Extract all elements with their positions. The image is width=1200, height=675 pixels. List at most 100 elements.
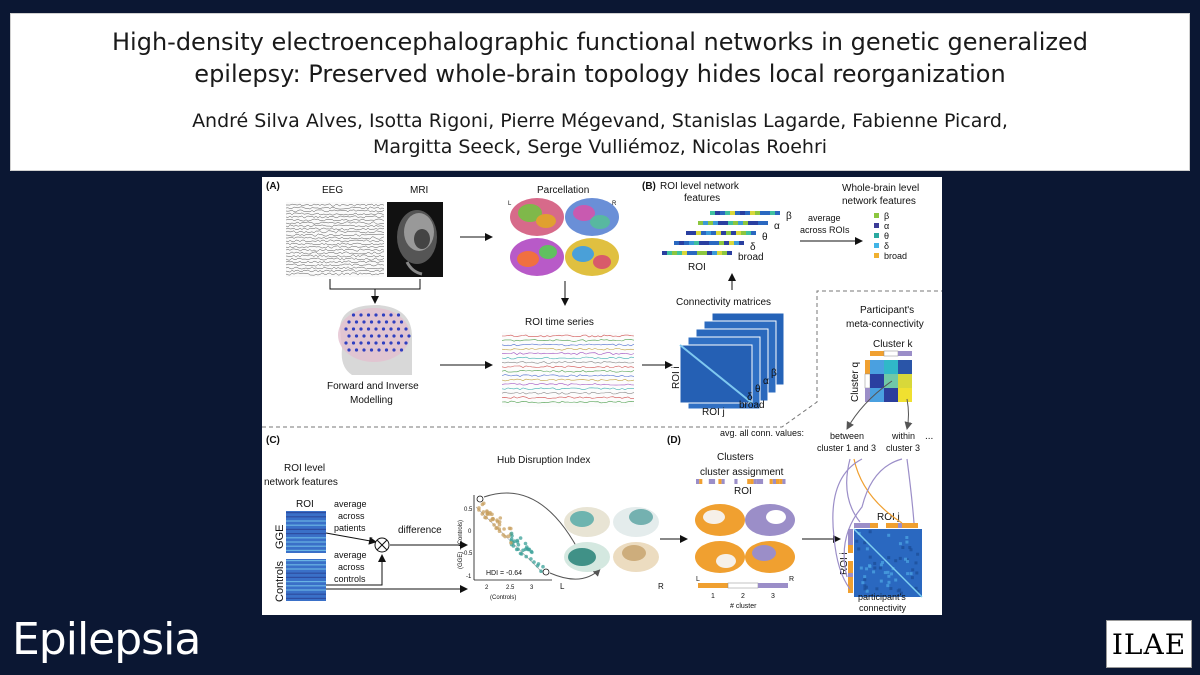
- difference-label: difference: [398, 525, 442, 536]
- hdi-value: HDI = -0.64: [486, 570, 522, 577]
- arrow-hub-top: [483, 492, 583, 558]
- dashed-separator: [262, 290, 942, 428]
- between-label-1: between: [830, 431, 864, 441]
- band-broad-b: broad: [738, 252, 764, 263]
- arrow-controls-up: [326, 554, 386, 586]
- ilae-logo: ILAE: [1106, 620, 1192, 668]
- eeg-traces: [285, 202, 385, 277]
- roi-axis-label-b: ROI: [688, 262, 706, 273]
- parcellation-brains: [510, 198, 619, 276]
- meta-title-2: meta-connectivity: [846, 319, 924, 330]
- participant-roi-j: ROI j: [877, 512, 900, 523]
- curve-between-2: [853, 458, 903, 524]
- author-list: André Silva Alves, Isotta Rigoni, Pierre…: [11, 108, 1189, 160]
- avg-patients-2: across: [338, 511, 365, 521]
- minus-sign: -: [370, 533, 373, 542]
- avg-patients-3: patients: [334, 523, 366, 533]
- arrow-patients: [325, 532, 377, 545]
- matrix-broad: broad: [739, 400, 765, 411]
- cluster-colorbar: [698, 582, 788, 589]
- matrix-roi-j: ROI j: [702, 407, 725, 418]
- avg-patients-1: average: [334, 499, 367, 509]
- within-label-1: within: [891, 431, 915, 441]
- panel-c-label: (C): [266, 435, 280, 446]
- curve-within-2: [843, 458, 903, 578]
- controls-label: Controls: [274, 561, 286, 602]
- participant-label-2: connectivity: [859, 603, 907, 613]
- hdi-title: Hub Disruption Index: [497, 455, 590, 466]
- meta-title-1: Participant's: [860, 305, 914, 316]
- journal-logo: Epilepsia: [12, 614, 201, 665]
- curve-between-1: [846, 458, 861, 523]
- cluster-tick-1: 1: [711, 593, 715, 600]
- y-tick-0-5: 0.5: [464, 507, 473, 513]
- within-label-2: cluster 3: [886, 443, 920, 453]
- parcellation-hemi-r: R: [612, 201, 617, 207]
- paper-title: High-density electroencephalographic fun…: [11, 26, 1189, 90]
- graphical-abstract-figure: (A) EEG MRI Parcellation L R: [262, 177, 942, 615]
- x-tick-2-5: 2.5: [506, 585, 515, 591]
- x-tick-2: 2: [485, 585, 489, 591]
- matrix-alpha: α: [763, 376, 769, 387]
- panel-d-label: (D): [667, 435, 681, 446]
- controls-feature-matrix: [286, 559, 326, 601]
- connectivity-matrices-label: Connectivity matrices: [676, 297, 771, 308]
- arrow-hub-bottom: [549, 568, 601, 580]
- y-axis-label: (GGE) - (Controls): [458, 520, 464, 569]
- forward-inverse-label-1: Forward and Inverse: [327, 381, 419, 392]
- legend-broad: broad: [884, 251, 907, 261]
- roi-time-series-traces: [501, 332, 635, 407]
- difference-operator: [374, 537, 390, 553]
- hdi-brains: [564, 507, 659, 572]
- cluster-axis-label: # cluster: [730, 603, 757, 610]
- legend-theta: θ: [884, 231, 889, 241]
- cluster-tick-2: 2: [741, 593, 745, 600]
- gge-label: GGE: [274, 525, 286, 549]
- meta-cluster-q: Cluster q: [850, 362, 861, 402]
- forward-inverse-label-2: Modelling: [350, 395, 393, 406]
- x-axis-label: (Controls): [490, 595, 516, 601]
- curve-within-1: [906, 458, 915, 524]
- roi-time-series-label: ROI time series: [525, 317, 594, 328]
- matrix-roi-i: ROI i: [671, 366, 682, 389]
- panel-b-label: (B): [642, 181, 656, 192]
- cluster-roi-label: ROI: [734, 486, 752, 497]
- meta-ellipsis: ...: [925, 431, 933, 442]
- band-theta-b: θ: [762, 232, 768, 243]
- legend-alpha: α: [884, 221, 889, 231]
- y-tick-0: 0: [468, 529, 472, 535]
- legend-delta: δ: [884, 241, 889, 251]
- authors-line-1: André Silva Alves, Isotta Rigoni, Pierre…: [192, 110, 1008, 132]
- arrow-within: [904, 398, 913, 430]
- c-roi-level-2: network features: [264, 477, 338, 488]
- c-roi-level-1: ROI level: [284, 463, 325, 474]
- arrow-between: [846, 380, 893, 430]
- roi-level-network-label-2: features: [684, 193, 720, 204]
- parcellation-label: Parcellation: [537, 185, 589, 196]
- participant-connectivity-matrix: [848, 523, 923, 598]
- matrix-theta: θ: [755, 384, 761, 395]
- band-beta-b: β: [786, 211, 792, 222]
- avg-all-label: avg. all conn. values:: [720, 428, 804, 438]
- across-rois-label: across ROIs: [800, 225, 850, 235]
- mri-image: [387, 202, 443, 277]
- hdi-hemi-r: R: [658, 582, 664, 591]
- x-tick-3: 3: [530, 585, 534, 591]
- whole-brain-legend: [874, 213, 879, 258]
- panel-a-label: (A): [266, 181, 280, 192]
- eeg-label: EEG: [322, 185, 343, 196]
- avg-controls-3: controls: [334, 574, 366, 584]
- avg-controls-2: across: [338, 562, 365, 572]
- meta-cluster-k: Cluster k: [873, 339, 913, 350]
- matrix-beta: β: [771, 368, 777, 379]
- title-line-1: High-density electroencephalographic fun…: [112, 28, 1088, 56]
- eeg-mri-bracket: [329, 279, 421, 290]
- legend-beta: β: [884, 211, 889, 221]
- matrix-delta: δ: [747, 392, 753, 403]
- gge-feature-matrix: [286, 511, 326, 553]
- cluster-assignment-label: cluster assignment: [700, 467, 784, 478]
- roi-level-network-label-1: ROI level network: [660, 181, 740, 192]
- clusters-label: Clusters: [717, 452, 754, 463]
- participant-label-1: participant's: [858, 592, 906, 602]
- band-alpha-b: α: [774, 221, 780, 232]
